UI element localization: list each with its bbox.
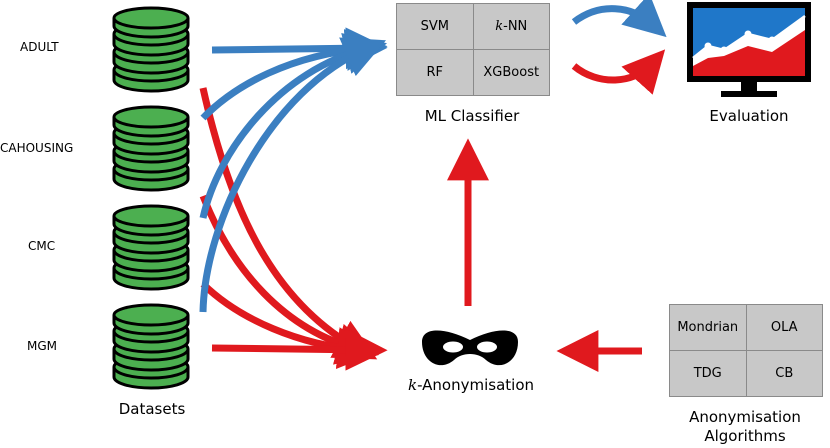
monitor-chart-icon [687,2,811,97]
algorithm-tdg: TDG [669,350,747,397]
database-icon-cahousing [112,105,190,192]
anonymisation-k: k [407,376,418,394]
dataset-label-mgm: MGM [27,339,58,353]
algorithms-caption-line1: Anonymisation [689,408,801,426]
blue-dataset-arrows [199,27,388,313]
knn-suffix: -NN [503,19,528,34]
classifier-grid: SVM k-NN RF XGBoost [396,3,550,96]
knn-k: k [495,19,504,34]
database-icon-adult [112,6,190,93]
algorithms-grid: Mondrian OLA TDG CB [669,304,823,397]
datasets-caption: Datasets [118,400,186,418]
database-icon-cmc [112,204,190,291]
anonymisation-text: -Anonymisation [417,376,535,394]
mask-icon [422,330,518,366]
cycle-arrows-icon [571,0,667,95]
dataset-label-cmc: CMC [28,239,56,253]
database-icon-mgm [112,303,190,390]
classifier-rf: RF [396,49,474,96]
algorithm-cb: CB [745,350,823,397]
evaluation-caption: Evaluation [709,107,789,125]
algorithms-caption-line2: Algorithms [704,427,786,445]
algorithms-caption: Anonymisation Algorithms [669,408,821,446]
dataset-label-cahousing: CAHOUSING [0,141,74,155]
classifier-caption: ML Classifier [424,107,520,125]
algorithm-ola: OLA [745,304,823,351]
red-dataset-arrows [199,87,388,371]
classifier-svm: SVM [396,3,474,50]
anonymisation-caption: k-Anonymisation [396,376,546,394]
algorithm-mondrian: Mondrian [669,304,747,351]
classifier-xgboost: XGBoost [472,49,550,96]
classifier-knn: k-NN [472,3,550,50]
dataset-label-adult: ADULT [20,40,59,54]
